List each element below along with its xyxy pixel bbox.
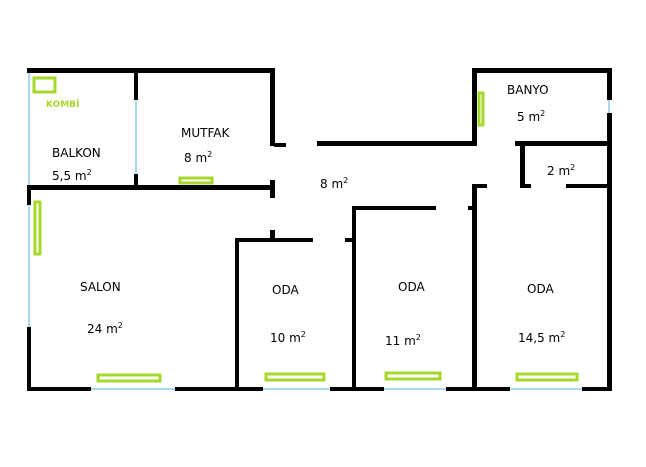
wall-right xyxy=(607,141,612,391)
wall-banyo-right-lower xyxy=(607,113,612,146)
wall-oda3-left xyxy=(472,184,477,391)
wall-wc-bottom-right xyxy=(566,184,612,188)
oda1-name: ODA xyxy=(272,283,299,297)
wall-wc-bottom-left xyxy=(520,184,531,188)
wall-oda1-left xyxy=(235,238,239,391)
wall-bottom-5 xyxy=(582,387,612,391)
wall-oda1-door-tick xyxy=(270,230,275,239)
wall-banyo-right-upper xyxy=(607,68,612,100)
radiator-banyo xyxy=(477,91,485,127)
wall-oda2-top-right-stub xyxy=(468,206,473,210)
balkon-name: BALKON xyxy=(52,146,101,160)
walls xyxy=(27,68,612,391)
oda3-area: 14,5 m2 xyxy=(518,330,565,345)
wall-hall-tick xyxy=(274,143,286,147)
wall-bottom-3 xyxy=(330,387,384,391)
windows xyxy=(28,73,610,390)
wall-balkon-mutfak-upper xyxy=(134,68,138,100)
kombi-icon xyxy=(32,76,57,94)
wall-oda2-top xyxy=(352,206,436,210)
oda1-area: 10 m2 xyxy=(270,330,306,345)
radiator-salon-left xyxy=(33,200,42,256)
wall-banyo-bottom xyxy=(515,141,612,146)
mutfak-area: 8 m2 xyxy=(184,150,212,165)
wall-mutfak-right xyxy=(270,68,275,146)
oda2-name: ODA xyxy=(398,280,425,294)
wall-left-bottom xyxy=(27,327,31,391)
radiator-oda1 xyxy=(264,372,326,382)
salon-area: 24 m2 xyxy=(87,321,123,336)
mutfak-name: MUTFAK xyxy=(181,126,230,140)
wall-banyo-top xyxy=(472,68,612,73)
wall-oda2-door-tick xyxy=(345,238,352,242)
salon-name: SALON xyxy=(80,280,121,294)
labels: KOMBİ BALKON 5,5 m2 MUTFAK 8 m2 8 m2 BAN… xyxy=(46,83,575,348)
wall-left-upper xyxy=(27,68,31,73)
wall-balkon-mutfak-lower xyxy=(134,174,138,190)
wall-bottom-2 xyxy=(175,387,263,391)
radiator-oda2 xyxy=(384,371,442,381)
wall-balkon-salon xyxy=(27,185,275,190)
radiator-oda3 xyxy=(515,372,579,382)
radiator-salon-bottom xyxy=(96,373,162,383)
banyo-name: BANYO xyxy=(507,83,549,97)
wall-oda1-top xyxy=(235,238,313,242)
oda2-area: 11 m2 xyxy=(385,333,421,348)
radiators xyxy=(32,76,579,383)
balkon-area: 5,5 m2 xyxy=(52,168,92,183)
wall-wc-left xyxy=(520,141,525,188)
oda3-name: ODA xyxy=(527,282,554,296)
wc-area: 2 m2 xyxy=(547,163,575,178)
wall-hall-top xyxy=(317,141,475,146)
wall-top-left xyxy=(27,68,274,73)
wall-banyo-left xyxy=(472,68,477,146)
kombi-label: KOMBİ xyxy=(46,99,79,110)
radiator-mutfak xyxy=(178,176,214,185)
wall-left-lower xyxy=(27,185,31,205)
hall-area: 8 m2 xyxy=(320,176,348,191)
wall-bottom-4 xyxy=(446,387,510,391)
wall-bottom-1 xyxy=(27,387,91,391)
banyo-area: 5 m2 xyxy=(517,109,545,124)
wall-oda3-top-stub xyxy=(472,184,487,188)
wall-oda2-left xyxy=(352,206,356,391)
